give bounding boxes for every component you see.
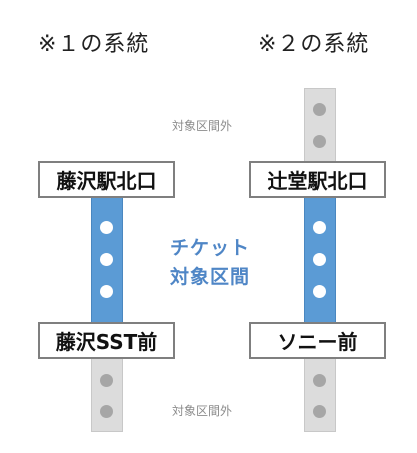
- ticket-label-line1: チケット: [169, 237, 250, 259]
- stop-dot: [100, 374, 113, 387]
- station-fujisawa-sst: 藤沢SST前: [38, 322, 175, 359]
- stop-dot: [313, 405, 326, 418]
- system1-ticket-section-bar: [91, 197, 123, 327]
- stop-dot: [313, 253, 326, 266]
- station-sony-mae: ソニー前: [249, 322, 386, 359]
- outside-section-label-top: 対象区間外: [172, 119, 233, 133]
- system2-ticket-section-bar: [304, 197, 336, 327]
- stop-dot: [313, 135, 326, 148]
- outside-section-label-bottom: 対象区間外: [172, 404, 233, 418]
- stop-dot: [100, 285, 113, 298]
- stop-dot: [100, 405, 113, 418]
- stop-dot: [313, 221, 326, 234]
- system1-heading: ※１の系統: [38, 32, 150, 57]
- system1-outside-section-bar: [91, 357, 123, 432]
- system2-outside-section-bar-bottom: [304, 357, 336, 432]
- stop-dot: [313, 285, 326, 298]
- system2-outside-section-bar-top: [304, 88, 336, 168]
- stop-dot: [313, 374, 326, 387]
- ticket-label-line2: 対象区間: [169, 266, 250, 288]
- stop-dot: [313, 103, 326, 116]
- stop-dot: [100, 221, 113, 234]
- system2-heading: ※２の系統: [258, 32, 370, 57]
- ticket-section-label: チケット 対象区間: [160, 234, 260, 292]
- station-fujisawa-north: 藤沢駅北口: [38, 161, 175, 198]
- station-tsujido-north: 辻堂駅北口: [249, 161, 386, 198]
- stop-dot: [100, 253, 113, 266]
